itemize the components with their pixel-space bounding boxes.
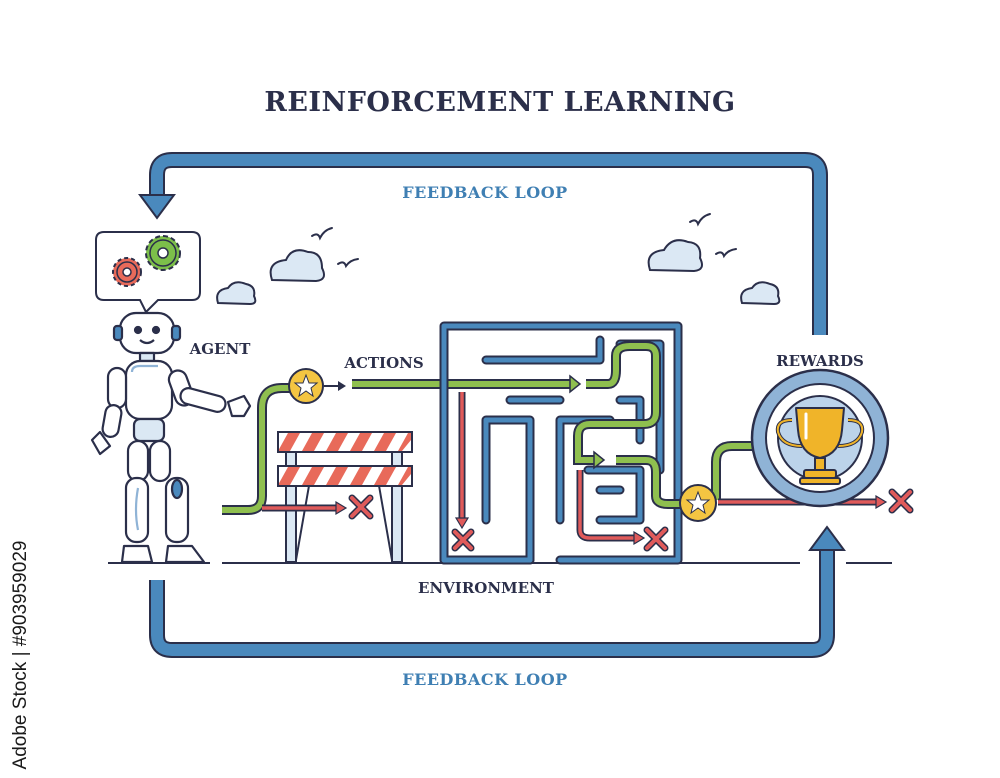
bird-icon [311, 213, 737, 269]
feedback-loop-top-label: FEEDBACK LOOP [402, 183, 567, 202]
x-mark-icon [451, 528, 475, 552]
arrow-head-icon [808, 525, 846, 551]
agent-label: AGENT [189, 340, 252, 358]
x-mark-icon [888, 488, 914, 514]
feedback-loop-bottom [149, 525, 846, 658]
environment-label: ENVIRONMENT [418, 579, 555, 597]
actions-label: ACTIONS [343, 354, 423, 372]
stock-id-watermark: Adobe Stock | #903959029 [6, 540, 36, 770]
green-action-path [573, 341, 680, 509]
gear-icon [145, 235, 181, 271]
stock-id-text: Adobe Stock | #903959029 [10, 540, 31, 770]
green-action-path [222, 383, 290, 515]
gears-thought-bubble-icon [95, 231, 201, 314]
page-title: REINFORCEMENT LEARNING [264, 87, 735, 118]
roadblock-barrier-icon [277, 431, 413, 563]
red-blocked-path [262, 500, 348, 516]
trophy-icon [775, 407, 865, 485]
robot-agent-icon [90, 311, 252, 564]
rewards-label: REWARDS [776, 352, 864, 370]
cloud-icon [647, 239, 703, 273]
star-checkpoint-icon [679, 484, 717, 522]
feedback-loop-bottom-label: FEEDBACK LOOP [402, 670, 567, 689]
feedback-loop-top [138, 152, 828, 335]
x-mark-icon [643, 526, 669, 552]
gear-icon [112, 257, 142, 287]
red-blocked-path [454, 392, 646, 546]
cloud-icon [269, 249, 325, 283]
cloud-icon [216, 281, 257, 306]
cloud-icon [740, 281, 781, 306]
x-mark-icon [350, 496, 372, 518]
star-checkpoint-icon [288, 368, 324, 404]
green-action-path [352, 374, 582, 394]
arrow-head-icon [138, 194, 176, 220]
